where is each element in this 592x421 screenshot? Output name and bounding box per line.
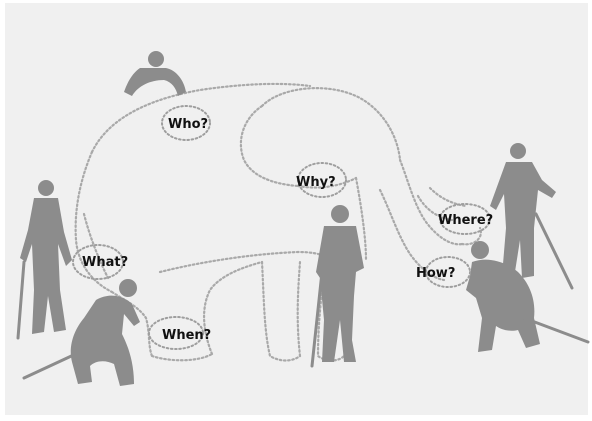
why-label: Why?	[296, 175, 336, 190]
where-ring	[439, 203, 491, 235]
when-label: When?	[162, 328, 211, 343]
blind-man-right-crouching	[466, 241, 590, 352]
blind-man-top	[124, 51, 186, 96]
what-label: What?	[82, 255, 128, 270]
how-label: How?	[416, 266, 455, 281]
blind-man-left-crouching	[22, 279, 140, 386]
blind-man-left-standing	[16, 180, 72, 340]
what-ring	[72, 244, 124, 280]
blind-man-center	[310, 205, 364, 368]
blind-man-right-standing	[490, 143, 574, 290]
why-ring	[297, 162, 347, 198]
where-label: Where?	[438, 213, 493, 228]
how-ring	[425, 256, 471, 288]
when-ring	[148, 316, 204, 350]
who-label: Who?	[168, 117, 208, 132]
who-ring	[161, 105, 211, 141]
